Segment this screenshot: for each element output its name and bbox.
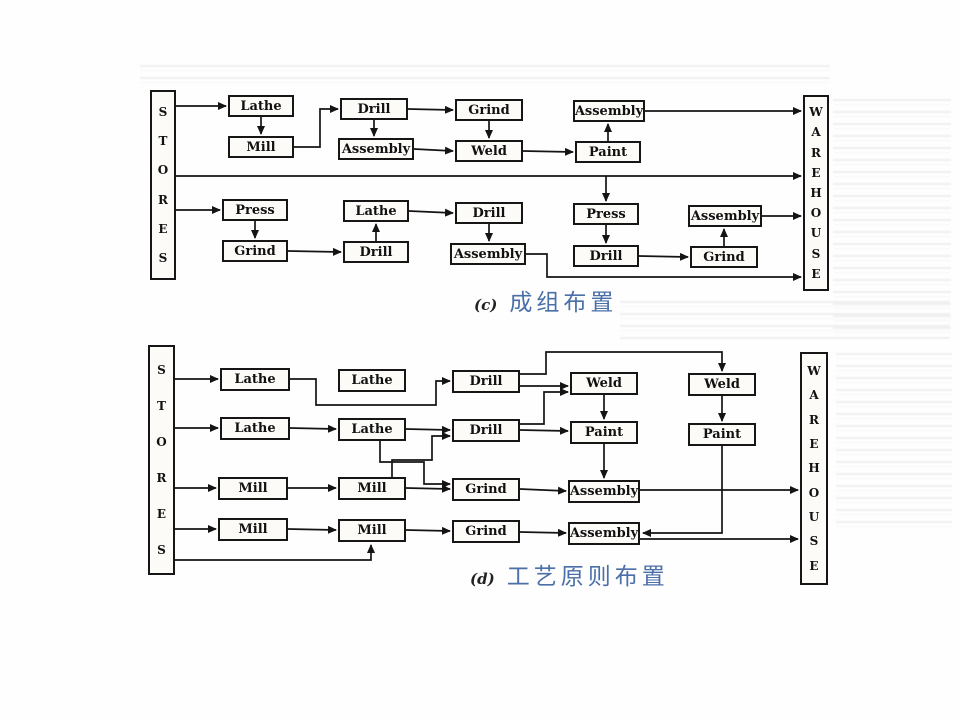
flow-arrow xyxy=(391,432,451,477)
box-d-assembly-1: Assembly xyxy=(568,480,640,503)
box-c-drill-1: Drill xyxy=(340,98,408,120)
caption-process-layout: (d) 工艺原则布置 xyxy=(470,557,669,591)
box-c-assembly-2: Assembly xyxy=(573,100,645,122)
flow-arrow xyxy=(405,425,451,434)
flow-arrow xyxy=(289,424,337,433)
flow-arrow xyxy=(287,247,342,256)
box-d-mill-4: Mill xyxy=(338,519,406,542)
box-d-drill-1: Drill xyxy=(452,370,520,393)
box-c-assembly-1: Assembly xyxy=(338,138,414,160)
box-c-weld-1: Weld xyxy=(455,140,523,162)
box-d-paint-1: Paint xyxy=(570,421,638,444)
box-d-lathe-1: Lathe xyxy=(220,368,290,391)
box-d-lathe-4: Lathe xyxy=(338,418,406,441)
box-c-drill-4: Drill xyxy=(573,245,639,267)
flow-arrow xyxy=(522,147,574,156)
flow-arrow xyxy=(294,105,339,148)
box-c-drill-3: Drill xyxy=(455,202,523,224)
flow-arrow xyxy=(519,426,569,435)
flow-arrow xyxy=(642,446,723,537)
flow-arrow xyxy=(520,351,726,375)
box-d-drill-2: Drill xyxy=(452,419,520,442)
flow-arrow xyxy=(405,484,451,493)
box-c-grind-3: Grind xyxy=(690,246,758,268)
box-d-lathe-3: Lathe xyxy=(338,369,406,392)
caption-c-text: 成组布置 xyxy=(509,290,618,316)
box-c-assembly-3: Assembly xyxy=(450,243,526,265)
box-c-lathe-2: Lathe xyxy=(343,200,409,222)
box-d-weld-2: Weld xyxy=(688,373,756,396)
box-d-mill-2: Mill xyxy=(218,518,288,541)
box-d-grind-2: Grind xyxy=(452,520,520,543)
box-c-grind-2: Grind xyxy=(222,240,288,262)
flow-arrow xyxy=(638,252,689,261)
flow-arrow xyxy=(520,388,569,425)
caption-d-index: (d) xyxy=(470,570,495,588)
flow-arrow xyxy=(407,105,454,114)
flow-arrow xyxy=(519,486,567,495)
flow-arrow xyxy=(290,377,451,406)
box-c-lathe-1: Lathe xyxy=(228,95,294,117)
box-d-paint-2: Paint xyxy=(688,423,756,446)
box-c-assembly-4: Assembly xyxy=(688,205,762,227)
flow-arrow xyxy=(379,441,451,488)
box-c-press-2: Press xyxy=(573,203,639,225)
flow-arrow xyxy=(408,208,454,217)
flow-arrow xyxy=(287,525,337,534)
box-d-grind-1: Grind xyxy=(452,478,520,501)
flow-arrow xyxy=(405,526,451,535)
box-c-mill-1: Mill xyxy=(228,136,294,158)
flow-arrow xyxy=(175,544,375,561)
box-d-assembly-2: Assembly xyxy=(568,522,640,545)
box-c-drill-2: Drill xyxy=(343,241,409,263)
box-d-weld-1: Weld xyxy=(570,372,638,395)
box-d-lathe-2: Lathe xyxy=(220,417,290,440)
box-d-mill-1: Mill xyxy=(218,477,288,500)
flow-arrow xyxy=(413,146,454,155)
caption-d-text: 工艺原则布置 xyxy=(506,564,669,590)
box-c-grind-1: Grind xyxy=(455,99,523,121)
box-d-mill-3: Mill xyxy=(338,477,406,500)
caption-c-index: (c) xyxy=(474,296,498,314)
box-c-paint-1: Paint xyxy=(575,141,641,163)
box-c-press-1: Press xyxy=(222,199,288,221)
flow-arrow xyxy=(519,528,567,537)
caption-group-layout: (c) 成组布置 xyxy=(474,283,617,317)
flow-arrow xyxy=(526,253,802,281)
